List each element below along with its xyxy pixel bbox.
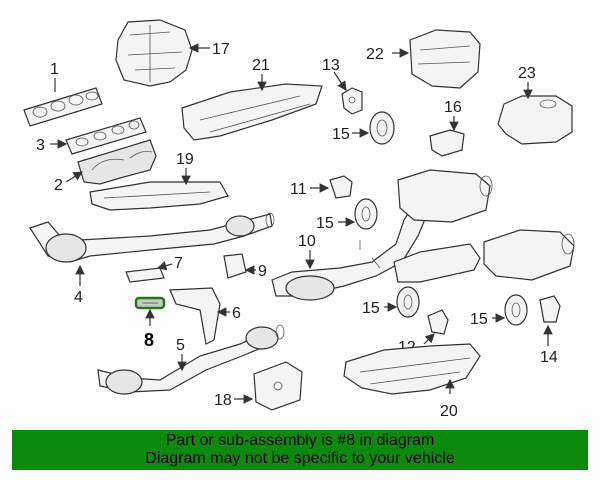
info-banner: Part or sub-assembly is #8 in diagram Di… xyxy=(12,430,588,470)
part-12-hanger-bracket xyxy=(427,309,449,335)
callout-4: 4 xyxy=(74,289,83,306)
callout-6: 6 xyxy=(232,305,241,322)
part-20-underbody-heat-shield xyxy=(343,343,481,395)
part-15-insulator xyxy=(369,111,395,145)
callout-20: 20 xyxy=(440,403,458,420)
callout-15-c: 15 xyxy=(362,300,380,317)
part-16-bracket xyxy=(429,129,465,157)
callout-2: 2 xyxy=(54,177,63,194)
part-5-catalytic-converter-pipe xyxy=(97,324,285,395)
part-10-intermediate-pipe-mufflers xyxy=(271,169,575,301)
callout-18: 18 xyxy=(214,392,232,409)
part-1-manifold-gasket xyxy=(23,87,103,127)
part-3-manifold-gasket xyxy=(65,117,147,155)
callout-15-a: 15 xyxy=(332,126,350,143)
part-6-support-bracket xyxy=(169,287,221,345)
part-8-gasket-highlighted xyxy=(134,296,166,310)
callout-17: 17 xyxy=(212,41,230,58)
part-9-heat-shield xyxy=(223,253,247,279)
callout-3: 3 xyxy=(36,137,45,154)
callout-16: 16 xyxy=(444,99,462,116)
part-4-front-pipe-catalytic-converter xyxy=(29,212,275,263)
part-22-heat-shield xyxy=(409,29,481,89)
callout-13: 13 xyxy=(322,57,340,74)
callout-11: 11 xyxy=(290,181,307,198)
callout-5: 5 xyxy=(176,337,185,354)
callout-22: 22 xyxy=(366,46,384,63)
part-15-insulator xyxy=(504,294,528,326)
callout-15-d: 15 xyxy=(470,311,488,328)
exhaust-parts-diagram: 17 1 3 2 21 13 15 xyxy=(23,19,575,420)
callout-9: 9 xyxy=(258,263,267,280)
banner-line-2: Diagram may not be specific to your vehi… xyxy=(145,450,455,467)
callout-8: 8 xyxy=(144,330,154,350)
callout-14: 14 xyxy=(540,349,558,366)
part-14-hanger-bracket xyxy=(539,295,561,323)
part-18-transmission-mount-bracket xyxy=(253,361,303,411)
callout-15-b: 15 xyxy=(316,215,334,232)
callout-23: 23 xyxy=(518,65,536,82)
banner-line-1: Part or sub-assembly is #8 in diagram xyxy=(165,432,435,449)
part-19-heat-shield xyxy=(89,181,229,211)
part-7-bracket xyxy=(125,267,165,283)
part-17-heat-shield xyxy=(115,19,193,87)
callout-21: 21 xyxy=(252,57,270,74)
callout-19: 19 xyxy=(176,151,194,168)
part-11-hanger-bracket xyxy=(329,175,353,199)
part-23-heat-shield xyxy=(497,95,573,145)
part-2-exhaust-manifold xyxy=(77,139,157,185)
part-21-tunnel-heat-shield xyxy=(181,83,323,141)
part-15-insulator xyxy=(396,286,420,318)
callout-10: 10 xyxy=(298,233,316,250)
part-13-hanger-bracket xyxy=(341,87,363,115)
callout-7: 7 xyxy=(174,255,183,272)
part-15-insulator xyxy=(354,198,378,230)
callout-1: 1 xyxy=(50,61,59,78)
